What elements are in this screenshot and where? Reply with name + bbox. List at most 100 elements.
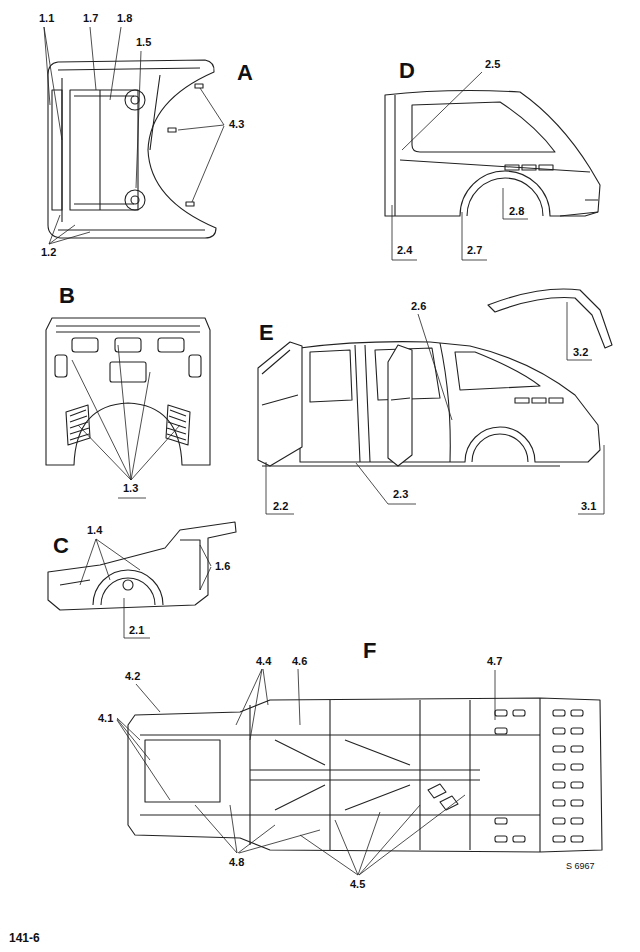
- leader-line: [236, 669, 268, 740]
- underbody-view: [553, 836, 565, 842]
- rear-quarter-view: [385, 91, 600, 216]
- callout-number: 3.1: [580, 500, 597, 512]
- underbody-view: [571, 818, 583, 824]
- body-side-view: [388, 345, 412, 466]
- view-letter: C: [52, 535, 70, 557]
- bulkhead-view: [166, 405, 190, 445]
- callout-number: 2.3: [392, 488, 409, 500]
- rear-quarter-view: [385, 91, 600, 216]
- leader-line: [462, 212, 487, 260]
- leader-line: [136, 51, 141, 188]
- leader-line: [178, 88, 224, 202]
- underbody-view: [571, 710, 583, 716]
- leader-line: [356, 463, 416, 504]
- leader-line: [72, 345, 180, 498]
- rear-quarter-view: [560, 200, 598, 216]
- body-side-view: [258, 342, 302, 466]
- inner-wing-view: [93, 570, 163, 605]
- leader-line: [392, 205, 417, 260]
- bulkhead-view: [55, 355, 67, 377]
- body-side-view: [549, 398, 563, 403]
- underbody-view: [250, 698, 540, 852]
- body-side-view: [515, 398, 529, 403]
- leader-line: [418, 314, 452, 420]
- rear-quarter-view: [522, 165, 536, 170]
- callout-number: 1.1: [38, 12, 55, 24]
- callout-number: 4.1: [97, 712, 114, 724]
- front-end-view: [125, 190, 145, 210]
- front-end-view: [70, 90, 138, 210]
- leader-line: [124, 598, 150, 638]
- front-end-view: [74, 90, 134, 210]
- front-end-view: [48, 60, 216, 238]
- leader-line: [503, 188, 528, 219]
- callout-number: 1.3: [122, 482, 139, 494]
- leader-line: [49, 215, 90, 244]
- underbody-view: [553, 764, 565, 770]
- callout-number: 2.2: [272, 500, 289, 512]
- underbody-view: [553, 818, 565, 824]
- underbody-view: [513, 710, 525, 716]
- inner-wing-view: [123, 580, 133, 590]
- underbody-view: [571, 728, 583, 734]
- callout-number: 4.6: [291, 655, 308, 667]
- drawing-number: S 6967: [565, 862, 596, 872]
- leader-line: [110, 27, 121, 100]
- leader-line: [200, 545, 211, 590]
- inner-wing-view: [60, 540, 200, 590]
- inner-wing-view: [48, 522, 236, 610]
- inner-wing-view: [48, 522, 236, 610]
- body-side-view: [391, 398, 410, 400]
- bulkhead-view: [46, 318, 210, 465]
- view-letter: F: [362, 640, 377, 662]
- bulkhead-view: [56, 326, 200, 332]
- front-end-view: [195, 84, 203, 88]
- front-end-view: [131, 96, 139, 104]
- callout-number: 1.7: [82, 12, 99, 24]
- callout-number: 2.8: [508, 205, 525, 217]
- underbody-view: [128, 698, 602, 852]
- callout-number: 1.5: [135, 36, 152, 48]
- underbody-view: [495, 836, 507, 842]
- body-side-view: [258, 289, 612, 466]
- underbody-view: [571, 764, 583, 770]
- leader-line: [90, 27, 96, 90]
- underbody-view: [553, 800, 565, 806]
- underbody-view: [128, 698, 602, 852]
- callout-number: 4.5: [349, 878, 366, 890]
- front-end-view: [48, 60, 216, 238]
- callout-number: 2.4: [396, 244, 413, 256]
- underbody-view: [495, 818, 507, 824]
- underbody-view: [513, 836, 525, 842]
- front-end-view: [186, 202, 194, 206]
- rear-quarter-view: [505, 165, 519, 170]
- view-letter: B: [58, 285, 76, 307]
- bulkhead-view: [46, 318, 210, 465]
- callout-number: 1.8: [116, 12, 133, 24]
- underbody-view: [571, 836, 583, 842]
- callout-number: 1.2: [40, 246, 57, 258]
- underbody-view: [495, 728, 507, 734]
- callout-number: 1.6: [214, 560, 231, 572]
- underbody-view: [275, 740, 410, 810]
- underbody-view: [145, 740, 220, 802]
- front-end-view: [125, 90, 145, 110]
- leader-line: [495, 670, 496, 720]
- rear-quarter-view: [412, 102, 555, 152]
- leader-line: [567, 302, 592, 360]
- body-side-view: [262, 350, 298, 405]
- front-end-view: [131, 196, 139, 204]
- underbody-view: [495, 710, 583, 842]
- body-side-view: [488, 289, 612, 348]
- callout-number: 4.7: [486, 655, 503, 667]
- callout-number: 4.8: [228, 856, 245, 868]
- leader-line: [402, 72, 482, 150]
- front-end-view: [168, 128, 176, 132]
- leader-line: [117, 718, 170, 800]
- underbody-view: [428, 784, 458, 810]
- callout-number: 3.2: [572, 346, 589, 358]
- callout-number: 2.1: [128, 624, 145, 636]
- callout-number: 4.3: [228, 118, 245, 130]
- page-number: 141-6: [8, 932, 41, 945]
